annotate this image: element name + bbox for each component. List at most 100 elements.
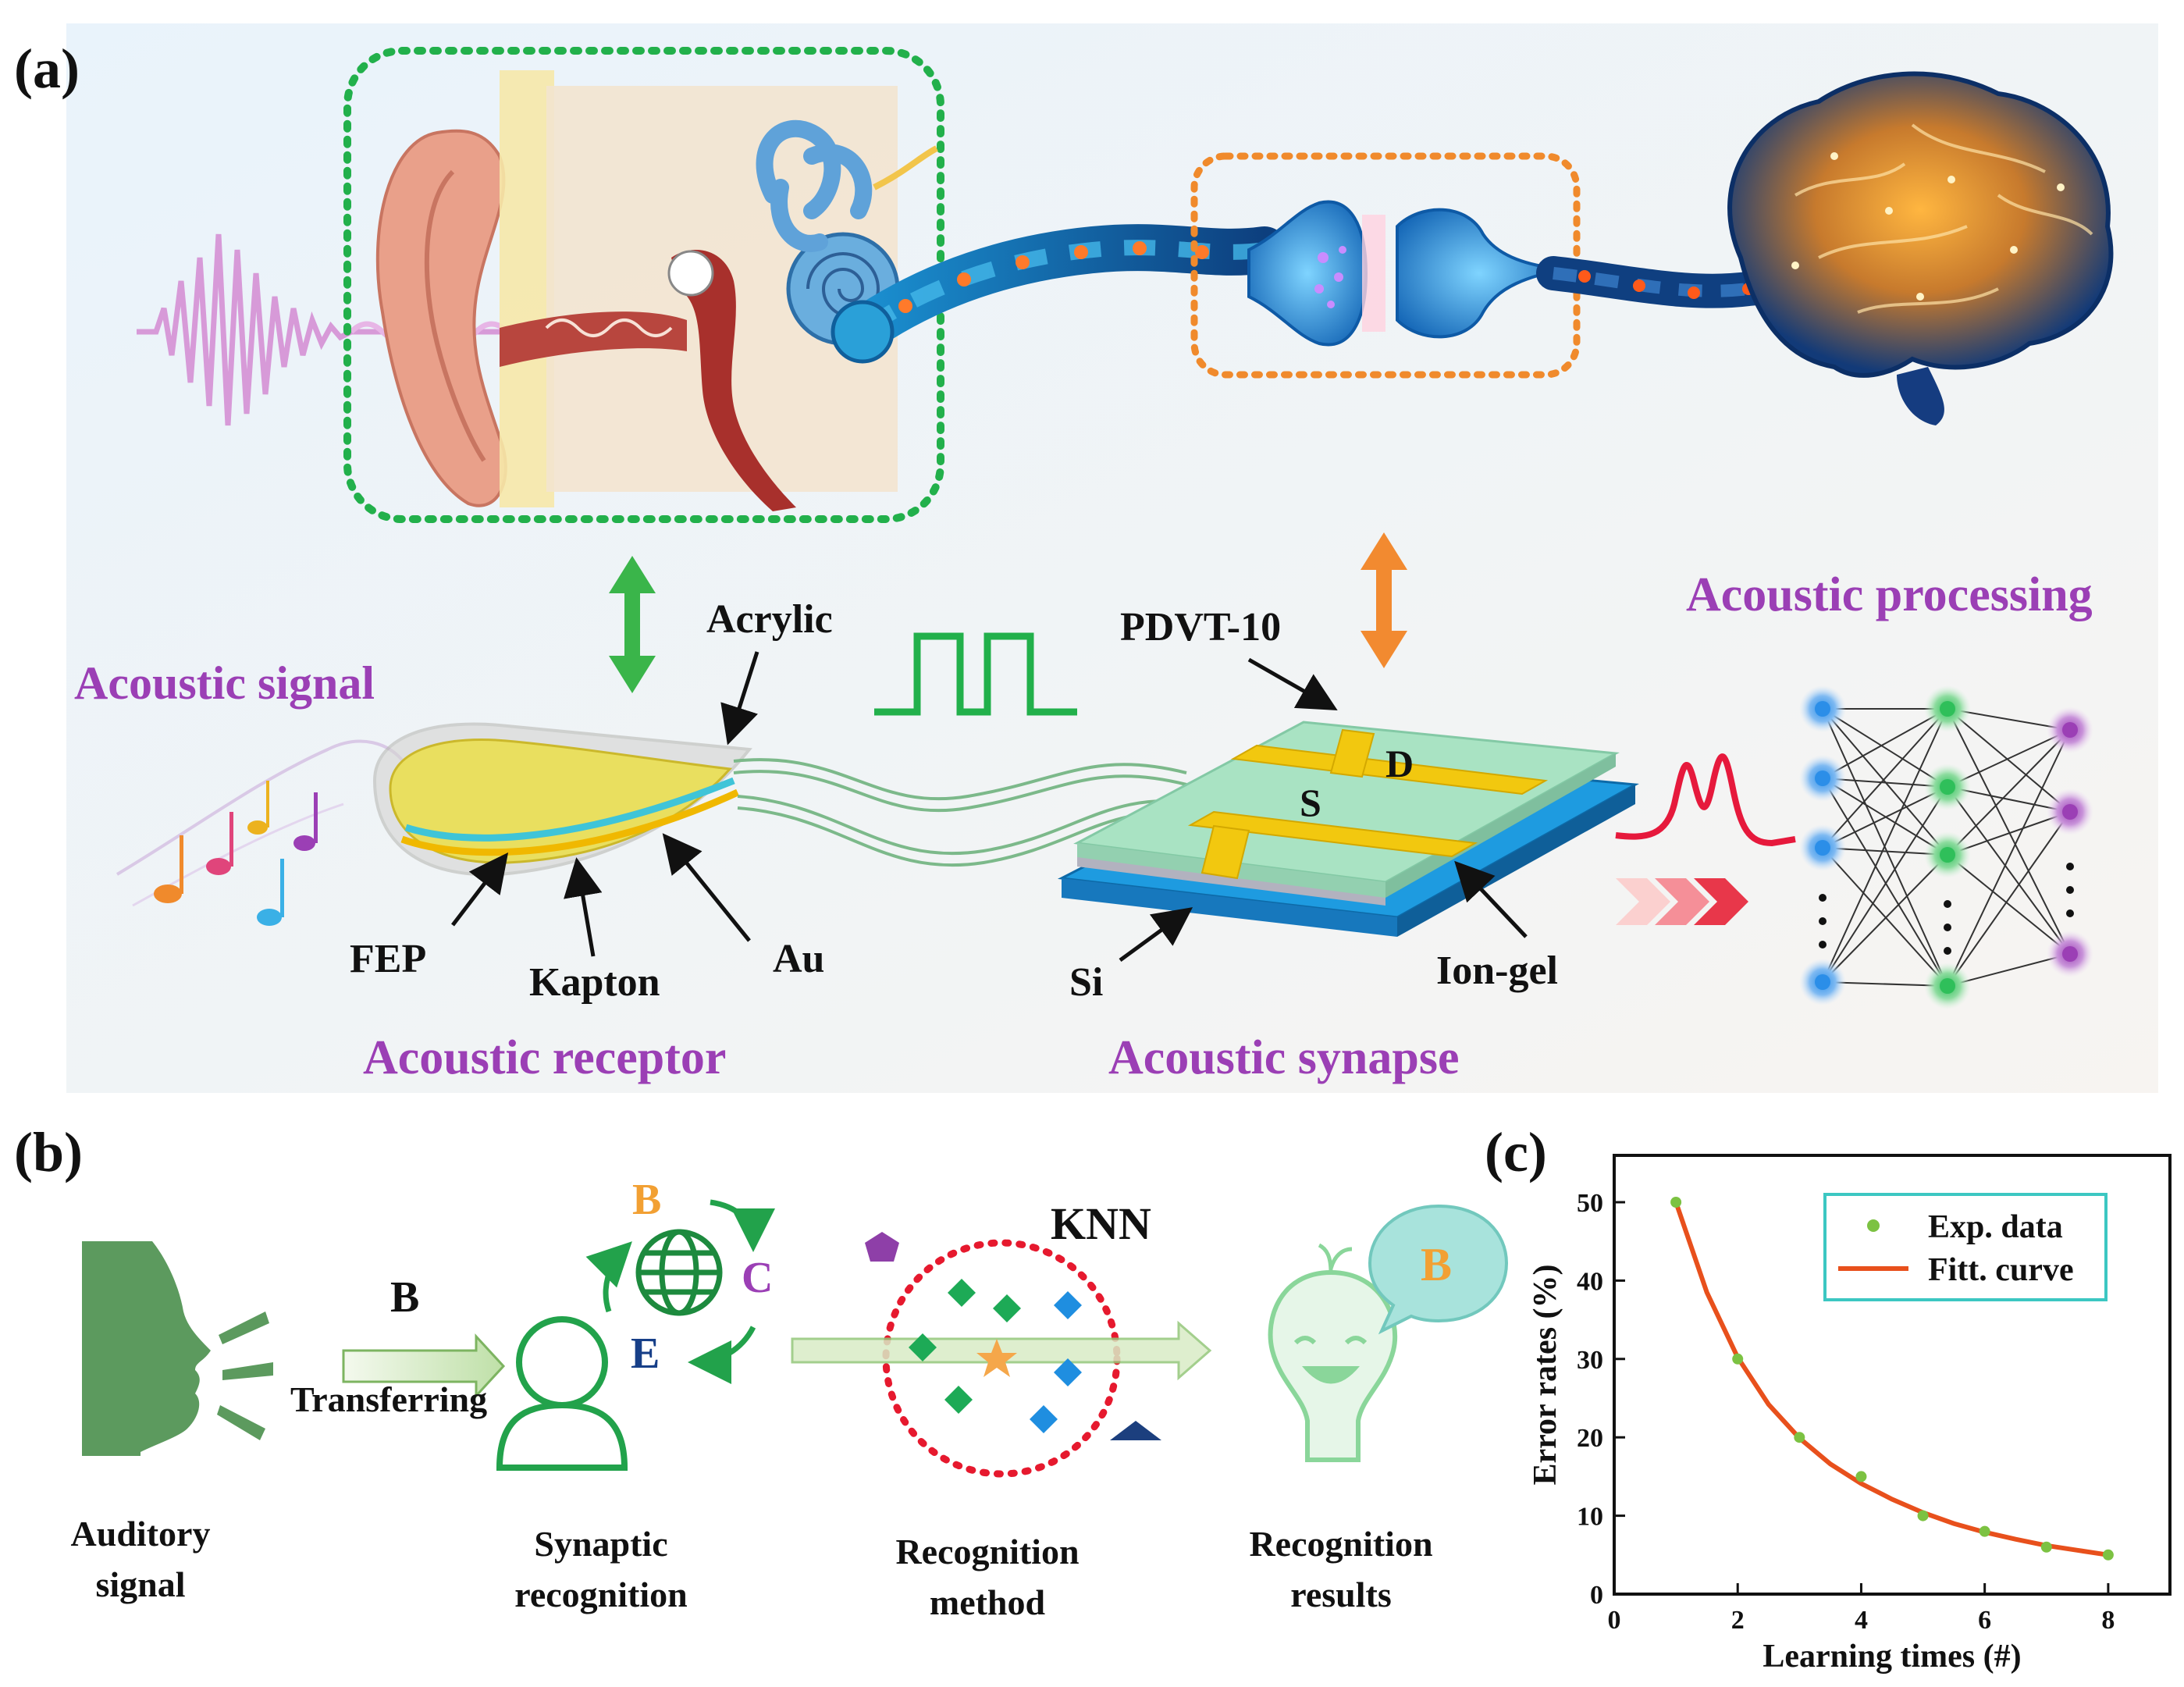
exp-data-point	[1670, 1197, 1682, 1208]
caption-auditory-line1: Auditory	[71, 1514, 211, 1554]
caption-method-line2: method	[930, 1582, 1046, 1622]
y-axis-label: Error rates (%)	[1528, 1264, 1563, 1485]
connection-hidden-output	[1947, 811, 2071, 987]
forward-chevrons	[1616, 878, 1748, 925]
cycle-arrows	[585, 1199, 775, 1384]
caption-synaptic-line2: recognition	[514, 1575, 687, 1614]
connection-hidden-output	[1947, 854, 2071, 955]
cycle-letter-e: E	[631, 1329, 660, 1378]
result-letter: B	[1421, 1239, 1452, 1290]
connection-input-hidden	[1822, 708, 1948, 849]
input-layer-nodes	[1799, 685, 1846, 1005]
kapton-label: Kapton	[529, 960, 660, 1005]
brain-illustration	[1727, 71, 2114, 425]
x-tick-label: 8	[2101, 1606, 2115, 1635]
connection-input-hidden	[1822, 786, 1948, 983]
exp-data-point	[1794, 1432, 1805, 1443]
connection-input-hidden	[1822, 708, 1948, 779]
panel-a-label: (a)	[14, 37, 80, 100]
connection-input-hidden	[1822, 854, 1948, 983]
acoustic-receptor-label: Acoustic receptor	[363, 1031, 726, 1084]
ion-gel-label: Ion-gel	[1436, 948, 1558, 993]
x-tick-label: 4	[1855, 1606, 1868, 1635]
y-tick-label: 0	[1590, 1581, 1603, 1610]
person-recognition-icon	[496, 1316, 628, 1471]
x-tick-label: 6	[1978, 1606, 1991, 1635]
transferring-label: Transferring	[290, 1379, 487, 1419]
y-tick-label: 20	[1577, 1424, 1603, 1453]
ear-anatomy-illustration	[375, 70, 938, 511]
connection-input-hidden	[1822, 778, 1948, 987]
connection-input-hidden	[1822, 708, 1948, 983]
cycle-letter-c: C	[742, 1254, 773, 1302]
cycle-letter-b: B	[632, 1176, 661, 1224]
fit-curve-series	[1674, 1201, 2109, 1557]
au-label: Au	[773, 937, 824, 981]
x-tick-label: 0	[1608, 1606, 1621, 1635]
y-tick-label: 30	[1577, 1346, 1603, 1375]
connection-hidden-output	[1947, 708, 2071, 955]
hidden-layer-nodes	[1924, 685, 1971, 1009]
caption-results-line1: Recognition	[1249, 1524, 1432, 1564]
component-leader-arrows	[451, 651, 1528, 963]
connection-input-hidden	[1822, 847, 1948, 987]
exp-data-point	[1979, 1525, 1990, 1537]
fep-label: FEP	[350, 937, 426, 981]
y-tick-label: 40	[1577, 1267, 1603, 1296]
legend-fit-label: Fitt. curve	[1928, 1252, 2074, 1288]
caption-method-line1: Recognition	[895, 1532, 1079, 1571]
exp-data-point	[2102, 1549, 2114, 1561]
legend-box	[1823, 1193, 2108, 1301]
ear-receptor-double-arrow	[609, 556, 656, 693]
y-tick-label: 10	[1577, 1503, 1603, 1532]
connection-hidden-output	[1947, 729, 2071, 856]
exp-data-point	[1917, 1510, 1929, 1522]
acoustic-synapse-label: Acoustic synapse	[1108, 1031, 1460, 1084]
drain-label: D	[1385, 742, 1414, 785]
spike-signal	[1615, 753, 1796, 847]
exp-data-series	[1670, 1197, 2114, 1561]
chart-legend: Exp. data Fitt. curve	[1823, 1193, 2108, 1301]
source-label: S	[1300, 781, 1321, 824]
panel-c-label: (c)	[1485, 1121, 1547, 1183]
caption-results-line2: results	[1290, 1575, 1392, 1614]
exp-data-point	[1732, 1353, 1744, 1365]
connection-hidden-output	[1947, 786, 2071, 955]
connection-hidden-output	[1947, 708, 2071, 813]
caption-synaptic-line1: Synaptic	[534, 1524, 667, 1564]
acoustic-signal-label: Acoustic signal	[74, 657, 375, 709]
y-tick-label: 50	[1577, 1189, 1603, 1218]
exp-data-point	[2040, 1541, 2052, 1553]
knn-illustration	[791, 1232, 1212, 1478]
speaking-face-icon	[82, 1241, 273, 1456]
fit-curve-line	[1674, 1201, 2109, 1557]
speech-bubble-icon	[1368, 1204, 1509, 1335]
auditory-nerve-illustration	[831, 224, 1288, 364]
connection-hidden-output	[1947, 729, 2071, 987]
x-tick-label: 2	[1731, 1606, 1745, 1635]
output-layer-nodes	[2047, 706, 2093, 977]
panel-b-label: (b)	[14, 1121, 83, 1183]
si-label: Si	[1069, 960, 1103, 1005]
knn-label: KNN	[1051, 1198, 1151, 1249]
connection-input-hidden	[1822, 708, 1948, 788]
acoustic-processing-label: Acoustic processing	[1686, 568, 2093, 621]
neural-network-illustration	[1799, 685, 2093, 1009]
music-notes-illustration	[116, 739, 407, 926]
connection-input-hidden	[1822, 708, 1948, 987]
error-rate-chart: 0 2 4 6 8 0 10 20 30 40 50 Learning times (#) Erro…	[1528, 1154, 2172, 1675]
transferred-letter: B	[390, 1273, 419, 1322]
pdvt-10-label: PDVT-10	[1120, 605, 1281, 650]
acoustic-synapse-transistor	[1057, 721, 1639, 937]
biological-synapse-illustration	[1247, 200, 1562, 347]
x-axis-label: Learning times (#)	[1762, 1639, 2021, 1675]
caption-auditory-line2: signal	[95, 1564, 185, 1604]
synapse-device-double-arrow	[1361, 532, 1407, 668]
panel-b-captions: Auditory signal Synaptic recognition Rec…	[71, 1514, 1433, 1622]
acrylic-label: Acrylic	[706, 597, 833, 642]
globe-icon	[635, 1229, 723, 1316]
exp-data-point	[1855, 1471, 1867, 1482]
legend-exp-marker	[1867, 1219, 1880, 1232]
transfer-arrow	[342, 1333, 506, 1399]
